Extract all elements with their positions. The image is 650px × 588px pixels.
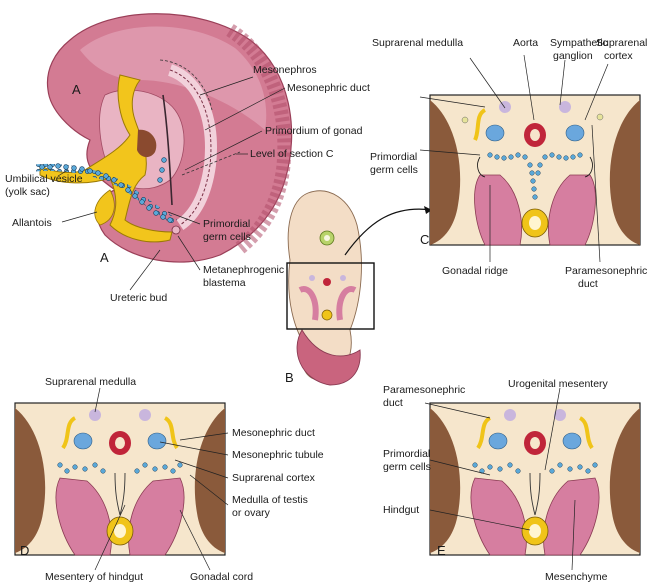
panel-letter-b: B (285, 370, 294, 385)
label-metanephrogenic-1: Metanephrogenic (203, 264, 285, 276)
label-sympathetic-1: Sympathetic (550, 37, 608, 49)
label-suprarenal-cortex-d: Suprarenal cortex (232, 472, 315, 484)
panel-b-section (286, 190, 433, 386)
label-metanephrogenic-2: blastema (203, 277, 246, 289)
label-mesonephric-duct-a: Mesonephric duct (287, 82, 370, 94)
panel-letter-a: A (100, 250, 109, 265)
label-primordial-germ-cells-e-2: germ cells (383, 461, 431, 473)
panel-letter-c: C (420, 232, 430, 247)
panel-e-section (429, 402, 641, 556)
label-yolk-sac: (yolk sac) (5, 186, 50, 198)
label-gonadal-cord: Gonadal cord (190, 571, 254, 583)
label-medulla-of-testis-2: or ovary (232, 507, 270, 519)
panel-letter-e: E (437, 543, 446, 558)
label-primordial-germ-cells-a-2: germ cells (203, 231, 251, 243)
panel-letter-d: D (20, 543, 30, 558)
panel-e-leaders (424, 387, 576, 571)
label-paramesonephric-e-2: duct (383, 397, 403, 409)
label-allantois: Allantois (12, 217, 52, 229)
panel-d-section (14, 402, 226, 556)
label-gonadal-ridge: Gonadal ridge (442, 265, 508, 277)
label-mesonephric-duct-d: Mesonephric duct (232, 427, 315, 439)
label-umbilical-vesicle: Umbilical vesicle (5, 173, 83, 185)
label-primordial-germ-cells-e-1: Primordial (383, 448, 431, 460)
label-primordium-of-gonad: Primordium of gonad (265, 125, 363, 137)
label-paramesonephric-c-1: Paramesonephric (565, 265, 648, 277)
label-mesentery-of-hindgut: Mesentery of hindgut (45, 571, 144, 583)
label-primordial-germ-cells-a-1: Primordial (203, 218, 251, 230)
label-suprarenal-medulla-d: Suprarenal medulla (45, 376, 137, 388)
label-sympathetic-2: ganglion (553, 50, 593, 62)
label-urogenital-mesentery: Urogenital mesentery (508, 378, 608, 390)
panel-letter-a-top: A (72, 82, 81, 97)
label-suprarenal-cortex-c-2: cortex (604, 50, 633, 62)
label-level-of-section-c: Level of section C (250, 148, 334, 160)
label-aorta: Aorta (513, 37, 539, 49)
gut-yellow (39, 74, 173, 243)
panel-c-section (429, 94, 641, 246)
panel-a-embryo (34, 13, 293, 263)
panel-c-leaders (419, 54, 609, 263)
label-primordial-germ-cells-c-1: Primordial (370, 151, 418, 163)
label-mesonephros: Mesonephros (253, 64, 317, 76)
label-medulla-of-testis-1: Medulla of testis (232, 494, 308, 506)
label-paramesonephric-e-1: Paramesonephric (383, 384, 466, 396)
label-hindgut: Hindgut (383, 504, 420, 516)
panel-a-leaders (57, 76, 286, 291)
label-suprarenal-medulla-c: Suprarenal medulla (372, 37, 464, 49)
label-primordial-germ-cells-c-2: germ cells (370, 164, 418, 176)
label-paramesonephric-c-2: duct (578, 278, 598, 290)
label-mesonephric-tubule: Mesonephric tubule (232, 449, 324, 461)
label-ureteric-bud: Ureteric bud (110, 292, 168, 304)
label-suprarenal-cortex-c-1: Suprarenal (596, 37, 648, 49)
label-mesenchyme: Mesenchyme (545, 571, 608, 583)
panel-d-leaders (94, 387, 229, 571)
